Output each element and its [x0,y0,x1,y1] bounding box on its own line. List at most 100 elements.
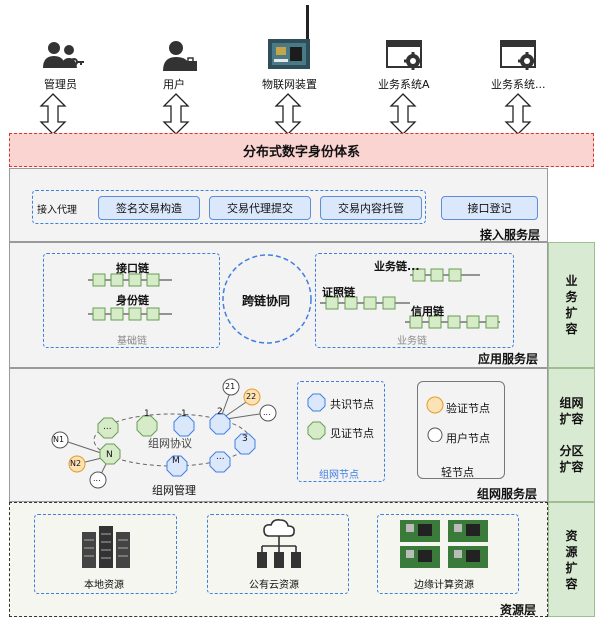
sign-transaction-button: 签名交易构造 [98,196,200,220]
interface-chain-label: 接口链 [116,262,149,275]
leaf-label: N1 [53,435,65,444]
node-consensus [209,451,231,473]
identity-chain-label: 身份链 [116,294,149,307]
legend-verify-icon [426,396,444,414]
light-node-markers [426,396,444,442]
credit-chain-label: 信用链 [411,305,444,318]
actor-system-more [500,40,540,74]
local-resource-group [34,514,177,594]
node-label: 2 [217,407,223,417]
interface-register-button: 接口登记 [441,196,538,220]
light-node-caption: 轻节点 [441,466,474,479]
content-custody-button: 交易内容托管 [320,196,422,220]
double-arrow-icon [389,93,417,135]
double-arrow-icon [162,93,190,135]
edge-resource-group [377,514,519,594]
base-chain-caption: 基础链 [117,336,147,347]
server-rack-icon [82,526,130,568]
leaf-node [51,431,69,449]
legend-consensus-label: 共识节点 [330,398,374,411]
management-label: 组网管理 [152,484,196,497]
node-consensus [166,455,188,477]
identity-system-label: 分布式数字身份体系 [242,144,360,160]
light-node-legend [417,381,505,479]
node-label: 1 [181,409,187,419]
actor-system-a-label: 业务系统A [378,78,430,91]
node-consensus [234,433,256,455]
node-label: N [106,450,113,460]
edge-boards-icon [400,520,488,568]
legend-user-icon [427,427,443,442]
actor-system-a [386,40,426,74]
double-arrow-icon [504,93,532,135]
node-witness [136,415,158,437]
leaf-node [259,404,277,422]
leaf-node-verify [243,388,261,406]
node-witness [99,443,121,465]
leaf-label: ... [263,408,271,417]
leaf-label: 21 [225,382,236,391]
interface-chain-blocks [88,273,172,287]
net-layer-title: 组网服务层 [477,487,538,501]
leaf-label: N2 [70,459,82,468]
actor-admin-label: 管理员 [44,78,77,91]
access-layer-title: 接入服务层 [480,228,541,242]
actor-user-label: 用户 [163,78,185,91]
actor-iot [262,5,316,73]
cloud-network-icon [257,519,301,568]
node-label: 1 [144,409,150,419]
network-topology [51,378,277,489]
cloud-resource-label: 公有云资源 [249,580,299,591]
business-chain-label: 业务链... [374,260,420,273]
cloud-resource-group [207,514,349,594]
app-window-gear-icon [500,40,536,70]
network-scaling-label: 组网 扩容 分区 扩容 [548,368,595,502]
leaf-node [89,471,107,489]
cross-chain-circle [222,254,312,344]
access-proxy-label: 接入代理 [37,205,77,216]
cross-chain-label: 跨链协同 [242,294,291,308]
proxy-submit-button: 交易代理提交 [209,196,311,220]
business-scaling-label: 业 务 扩 容 [548,242,595,368]
actor-admin [38,40,88,92]
protocol-label: 组网协议 [148,437,192,450]
actor-iot-label: 物联网装置 [262,78,317,91]
app-layer-title: 应用服务层 [478,352,539,366]
leaf-label: 22 [246,392,257,401]
legend-consensus-icon [307,393,326,412]
resource-layer-title: 资源层 [500,603,537,617]
node-label: ... [216,452,225,462]
node-consensus [173,415,195,437]
user-briefcase-icon [163,41,197,71]
app-window-gear-icon [386,40,422,70]
group-node-legend [297,381,385,482]
identity-system-bar: 分布式数字身份体系 [9,133,594,167]
business-chain-group [315,253,514,348]
iot-device-board-icon [268,5,310,69]
double-arrow-icon [39,93,67,135]
cert-chain-blocks [320,296,410,310]
leaf-node-verify [68,455,86,473]
business-chain-blocks [410,268,480,282]
double-arrow-icon [274,93,302,135]
app-layer-chains [88,254,500,344]
leaf-label: ... [93,474,101,483]
node-label: M [172,456,180,466]
node-label: ... [103,422,112,432]
actor-arrows [39,93,532,135]
leaf-node [222,378,240,396]
legend-verify-label: 验证节点 [446,402,490,415]
actor-user [160,40,200,74]
actor-system-more-label: 业务系统... [491,78,546,91]
legend-witness-icon [307,421,326,440]
legend-user-label: 用户节点 [446,432,490,445]
identity-chain-blocks [88,307,172,321]
access-proxy-group [32,190,426,224]
legend-witness-label: 见证节点 [330,427,374,440]
node-consensus [209,413,231,435]
admin-user-key-icon [43,42,84,68]
biz-chain-caption: 业务链 [397,336,427,347]
cert-chain-label: 证照链 [322,286,355,299]
base-chain-group [43,253,220,348]
node-witness [97,417,119,439]
